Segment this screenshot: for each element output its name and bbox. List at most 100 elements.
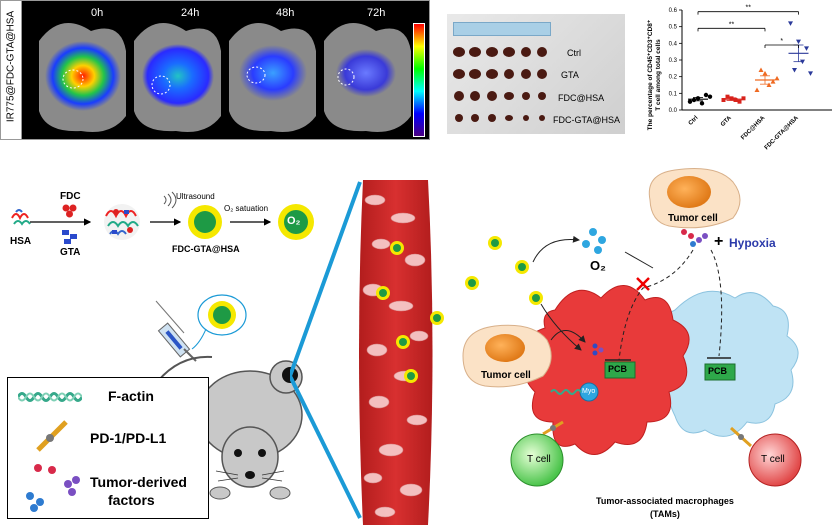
tam-mechanism bbox=[462, 168, 802, 487]
label-t-cell-right: T cell bbox=[761, 454, 785, 465]
synthesis-scheme bbox=[11, 191, 314, 244]
data-point bbox=[762, 70, 768, 76]
x-tick-label: FDC-GTA@HSA bbox=[764, 115, 801, 150]
mouse-imaging-strip bbox=[39, 23, 411, 132]
data-point bbox=[774, 75, 780, 81]
x-tick-label: FDC@HSA bbox=[740, 115, 767, 142]
y-tick-label: 0.2 bbox=[669, 75, 678, 81]
data-point bbox=[733, 98, 738, 102]
label-o2: O₂ bbox=[590, 258, 606, 273]
legend-tdf-line1: Tumor-derived bbox=[90, 474, 187, 490]
tumor-photo: Ctrl GTA FDC@HSA FDC-GTA@HSA bbox=[447, 14, 625, 134]
vessel-nanoparticles bbox=[376, 241, 444, 383]
data-point bbox=[707, 94, 713, 99]
y-tick-label: 0.6 bbox=[669, 8, 678, 14]
label-t-cell-left: T cell bbox=[527, 454, 551, 465]
data-point bbox=[691, 97, 697, 103]
data-point bbox=[770, 79, 776, 84]
data-point bbox=[788, 21, 793, 26]
inhibition-x-mark bbox=[636, 277, 650, 291]
y-axis-label-line2: T cell among total cells bbox=[655, 39, 662, 111]
free-nanoparticles bbox=[465, 236, 543, 305]
x-tick-label: Ctrl bbox=[688, 115, 700, 127]
mouse-illustration bbox=[157, 355, 303, 500]
mouse-24h bbox=[134, 23, 221, 132]
t-cell-left bbox=[510, 433, 564, 487]
data-point bbox=[766, 82, 772, 87]
label-hypoxia: Hypoxia bbox=[729, 236, 776, 250]
label-o2-saturation: O₂ satuation bbox=[224, 204, 269, 213]
zoom-lines bbox=[290, 181, 362, 519]
x-tick-label: GTA bbox=[720, 115, 733, 128]
data-point bbox=[758, 67, 764, 72]
injection-bubble bbox=[191, 294, 247, 350]
label-fdc-gta-hsa: FDC-GTA@HSA bbox=[172, 244, 240, 254]
data-point bbox=[808, 71, 813, 76]
label-o2-product: O₂ bbox=[287, 215, 301, 227]
injection-mouse-scene bbox=[155, 294, 303, 500]
label-gta: GTA bbox=[60, 247, 81, 258]
y-axis-label-line1: The percentage of CD45⁺CD3⁺CD8⁺ bbox=[647, 19, 654, 130]
ruler bbox=[453, 22, 551, 36]
label-pcb-right: PCB bbox=[708, 366, 728, 376]
group-label-fdc-hsa: FDC@HSA bbox=[558, 93, 605, 103]
mouse-0h bbox=[39, 23, 126, 132]
legend-pd1-label: PD-1/PD-L1 bbox=[90, 430, 167, 446]
legend-tdf-line2: factors bbox=[108, 492, 155, 508]
label-myo: Myo bbox=[582, 388, 596, 395]
label-tam-line2: (TAMs) bbox=[650, 509, 680, 519]
pd1-connector-right bbox=[729, 426, 753, 448]
oxygenated-nanoparticle-icon bbox=[278, 204, 314, 240]
color-scale-bar bbox=[413, 23, 425, 137]
imaging-panel: IR775@FDC-GTA@HSA bbox=[0, 0, 430, 140]
y-tick-label: 0.5 bbox=[669, 25, 678, 31]
y-tick-label: 0.3 bbox=[669, 58, 678, 64]
label-hsa: HSA bbox=[10, 236, 32, 247]
timepoint-24h: 24h bbox=[181, 7, 200, 19]
factin-strand bbox=[550, 389, 582, 395]
fdc-molecule-icon bbox=[62, 204, 77, 218]
group-label-gta: GTA bbox=[561, 70, 579, 80]
pcb-box-right bbox=[704, 363, 736, 381]
data-point bbox=[725, 94, 730, 99]
label-pcb-left: PCB bbox=[608, 364, 628, 374]
gta-molecule-icon bbox=[62, 230, 77, 244]
significance-label: ** bbox=[746, 5, 752, 12]
y-tick-label: 0.4 bbox=[669, 41, 678, 47]
pcb-box-left bbox=[604, 361, 636, 379]
timepoint-0h: 0h bbox=[91, 7, 104, 19]
data-point bbox=[741, 96, 746, 101]
legend-factin-label: F-actin bbox=[108, 388, 154, 404]
ultrasound-icon bbox=[163, 191, 177, 209]
label-tam-line1: Tumor-associated macrophages bbox=[596, 496, 734, 506]
tumor-factors-icon bbox=[26, 464, 80, 512]
t-cell-right bbox=[748, 433, 802, 487]
data-point bbox=[804, 46, 809, 51]
data-point bbox=[721, 98, 726, 102]
y-tick-label: 0.0 bbox=[669, 108, 678, 114]
tcell-scatter-chart: The percentage of CD45⁺CD3⁺CD8⁺ T cell a… bbox=[647, 5, 832, 150]
pd1-icon bbox=[36, 420, 68, 452]
label-tumor-cell-left: Tumor cell bbox=[481, 370, 531, 381]
significance-label: * bbox=[780, 38, 783, 45]
data-point bbox=[687, 99, 693, 104]
o2-molecules bbox=[582, 228, 606, 254]
label-tumor-cell-top: Tumor cell bbox=[668, 213, 718, 224]
mouse-48h bbox=[229, 23, 316, 132]
data-point bbox=[737, 99, 742, 104]
label-fdc: FDC bbox=[60, 191, 81, 202]
data-point bbox=[703, 92, 709, 98]
tumor-cell-left bbox=[462, 324, 552, 388]
timepoint-48h: 48h bbox=[276, 7, 295, 19]
imaging-side-label: IR775@FDC-GTA@HSA bbox=[1, 1, 22, 139]
significance-label: ** bbox=[729, 21, 735, 28]
timepoint-72h: 72h bbox=[367, 7, 386, 19]
blood-vessel bbox=[359, 180, 444, 525]
pd1-connector-left bbox=[542, 420, 564, 436]
y-tick-label: 0.1 bbox=[669, 91, 678, 97]
legend-box: F-actin PD-1/PD-L1 Tumor-derived factors bbox=[7, 377, 209, 519]
data-point bbox=[754, 87, 760, 92]
mouse-72h bbox=[324, 23, 411, 132]
group-label-fdc-gta-hsa: FDC-GTA@HSA bbox=[553, 115, 620, 125]
data-point bbox=[699, 101, 705, 106]
